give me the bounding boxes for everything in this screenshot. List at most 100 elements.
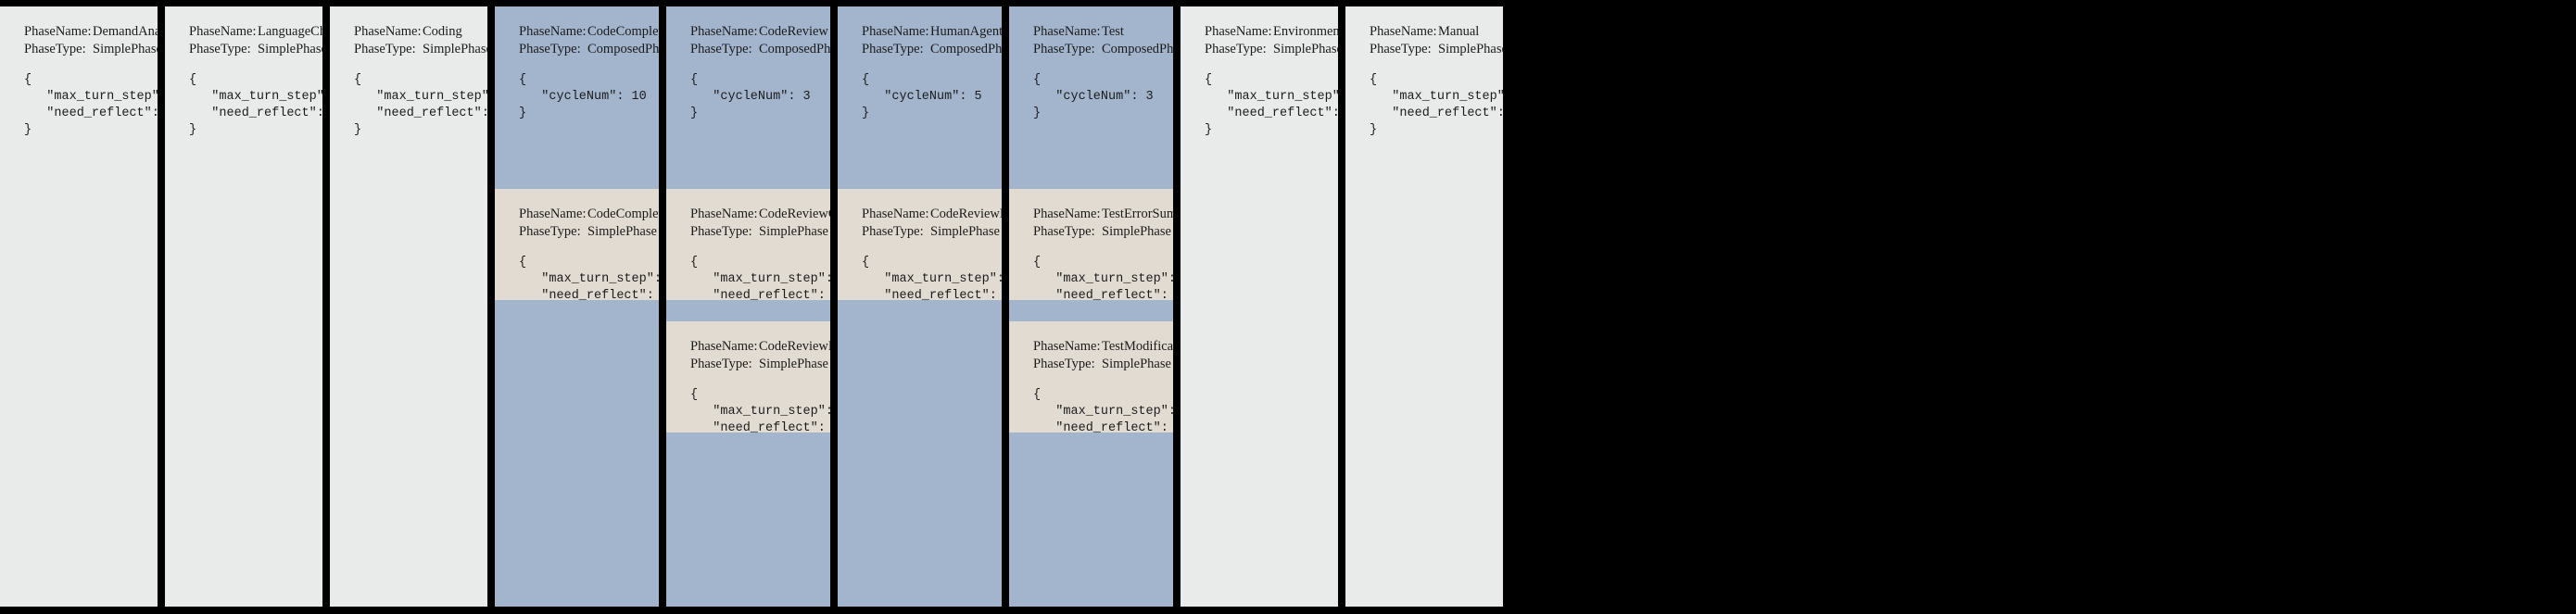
phase-name-row: PhaseName:CodeReviewComment [690,206,830,223]
phase-config-json: { "cycleNum": 10 } [519,73,647,120]
phase-name-row: PhaseName:LanguageChoose [189,23,322,41]
phase-meta: PhaseName:HumanAgentInteraction PhaseTyp… [862,23,1002,58]
phase-name-row: PhaseName:CodeCompleteAll [519,23,659,41]
phase-name-row: PhaseName:TestErrorSummary [1033,206,1173,223]
composed-phase-header[interactable]: PhaseName:HumanAgentInteraction PhaseTyp… [838,6,1002,189]
phase-type-value: ComposedPhase [759,42,830,56]
phase-type-label: PhaseType: [24,42,86,56]
phase-column-codecompleteall[interactable]: PhaseName:CodeCompleteAll PhaseType:Comp… [495,6,659,607]
phase-name-label: PhaseName: [862,207,929,221]
phase-name-row: PhaseName:CodeReviewModification [690,338,830,356]
phase-type-value: SimplePhase [1438,42,1503,56]
phase-type-value: SimplePhase [93,42,158,56]
phase-name-label: PhaseName: [1033,24,1101,39]
phase-config-json: { "cycleNum": 5 } [862,73,982,120]
phase-type-label: PhaseType: [690,357,752,371]
phase-type-label: PhaseType: [690,42,752,56]
sub-phase-card[interactable]: PhaseName:TestErrorSummary PhaseType:Sim… [1009,189,1173,320]
phase-name-value: Test [1102,24,1124,39]
phase-name-value: LanguageChoose [258,24,322,39]
phase-meta: PhaseName:CodeReviewComment PhaseType:Si… [690,206,830,241]
phase-config-json: { "max_turn_step": -1, "need_reflect": "… [189,73,322,137]
sub-phase-card[interactable]: PhaseName:CodeReviewComment PhaseType:Si… [666,189,830,320]
phase-type-label: PhaseType: [519,224,581,239]
phase-type-row: PhaseType: SimplePhase [690,356,830,373]
phase-config-json: { "max_turn_step": 1, "need_reflect": "F… [690,256,830,320]
phase-type-value: SimplePhase [1102,224,1171,239]
phase-type-value: SimplePhase [1102,357,1171,371]
phase-column-codereview[interactable]: PhaseName:CodeReview PhaseType:ComposedP… [666,6,830,607]
simple-phase-card[interactable]: PhaseName:LanguageChoose PhaseType:Simpl… [165,6,322,607]
phase-type-row: PhaseType:SimplePhase [1033,223,1173,241]
phase-type-value: SimplePhase [930,224,1000,239]
phase-config-json: { "max_turn_step": -1, "need_reflect": "… [24,73,158,137]
phase-name-label: PhaseName: [189,24,257,39]
phase-name-value: CodeReviewComment [759,207,830,221]
phase-type-row: PhaseType: SimplePhase [24,41,158,58]
phase-meta: PhaseName:LanguageChoose PhaseType:Simpl… [189,23,322,58]
composed-phase-filler [1009,432,1173,607]
phase-name-label: PhaseName: [690,207,758,221]
simple-phase-card[interactable]: PhaseName:Manual PhaseType:SimplePhase {… [1345,6,1503,607]
phase-config-json: { "max_turn_step": 1, "need_reflect": "F… [1370,73,1503,137]
phase-type-row: PhaseType: SimplePhase [862,223,1002,241]
composed-phase-header[interactable]: PhaseName:CodeReview PhaseType:ComposedP… [666,6,830,189]
phase-column-manual[interactable]: PhaseName:Manual PhaseType:SimplePhase {… [1345,6,1503,607]
phase-column-languagechoose[interactable]: PhaseName:LanguageChoose PhaseType:Simpl… [165,6,322,607]
phase-type-value: SimplePhase [587,224,657,239]
phase-type-value: ComposedPhase [930,42,1002,56]
phase-meta: PhaseName:Manual PhaseType:SimplePhase [1370,23,1503,58]
phase-column-demandanalysis[interactable]: PhaseName:DemandAnalysis PhaseType: Simpl… [0,6,158,607]
composed-phase-filler [495,300,659,607]
phase-type-row: PhaseType:SimplePhase [690,223,830,241]
phase-type-label: PhaseType: [189,42,251,56]
phase-column-coding[interactable]: PhaseName:Coding PhaseType:SimplePhase {… [330,6,487,607]
phase-name-value: CodeCompleteAll [587,24,659,39]
sub-phase-card[interactable]: PhaseName:TestModification PhaseType:Sim… [1009,321,1173,452]
phase-type-label: PhaseType: [1033,357,1095,371]
phase-column-environmentdoc[interactable]: PhaseName:EnvironmentDoc PhaseType:Simpl… [1181,6,1338,607]
phase-type-row: PhaseType: SimplePhase [519,223,659,241]
composed-phase-filler [666,432,830,607]
phase-type-label: PhaseType: [862,42,924,56]
sub-phase-card[interactable]: PhaseName:CodeComplete PhaseType: SimpleP… [495,189,659,320]
phase-name-value: DemandAnalysis [93,24,158,39]
phase-meta: PhaseName:CodeReviewModification PhaseTy… [690,338,830,373]
phase-type-label: PhaseType: [1370,42,1432,56]
phase-name-label: PhaseName: [519,24,587,39]
phase-type-row: PhaseType:SimplePhase [354,41,487,58]
phase-name-value: TestModification [1102,339,1173,354]
sub-phase-card[interactable]: PhaseName:CodeReviewModification PhaseTy… [666,321,830,452]
phase-name-label: PhaseName: [1033,207,1101,221]
phase-type-row: PhaseType:SimplePhase [189,41,322,58]
composed-phase-header[interactable]: PhaseName:CodeCompleteAll PhaseType:Comp… [495,6,659,189]
phase-meta: PhaseName:TestModification PhaseType:Sim… [1033,338,1173,373]
phase-name-label: PhaseName: [519,207,587,221]
phase-type-value: SimplePhase [759,224,828,239]
phase-column-humanagentinteraction[interactable]: PhaseName:HumanAgentInteraction PhaseTyp… [838,6,1002,607]
phase-column-test[interactable]: PhaseName:Test PhaseType:ComposedPhase {… [1009,6,1173,607]
phase-config-json: { "max_turn_step": 1, "need_reflect": "F… [862,256,1002,320]
phase-name-value: TestErrorSummary [1102,207,1173,221]
phase-meta: PhaseName:TestErrorSummary PhaseType:Sim… [1033,206,1173,241]
phase-config-json: { "max_turn_step": 1, "need_reflect": "F… [690,388,830,452]
sub-phase-card[interactable]: PhaseName:CodeReviewHuman PhaseType:Simp… [838,189,1002,320]
phase-name-row: PhaseName:CodeComplete [519,206,659,223]
phase-name-row: PhaseName:EnvironmentDoc [1205,23,1338,41]
phase-name-row: PhaseName:DemandAnalysis [24,23,158,41]
simple-phase-card[interactable]: PhaseName:DemandAnalysis PhaseType: Simpl… [0,6,158,607]
phase-type-label: PhaseType: [862,224,924,239]
simple-phase-card[interactable]: PhaseName:Coding PhaseType:SimplePhase {… [330,6,487,607]
phase-meta: PhaseName:CodeReview PhaseType:ComposedP… [690,23,830,58]
sub-phase-separator [1009,300,1173,321]
phase-name-value: EnvironmentDoc [1273,24,1338,39]
phase-type-value: SimplePhase [423,42,487,56]
phase-meta: PhaseName:Coding PhaseType:SimplePhase [354,23,487,58]
sub-phase-separator [666,300,830,321]
phase-type-value: SimplePhase [759,357,828,371]
phase-type-row: PhaseType:ComposedPhase [519,41,659,58]
phase-type-row: PhaseType: SimplePhase [1033,356,1173,373]
simple-phase-card[interactable]: PhaseName:EnvironmentDoc PhaseType:Simpl… [1181,6,1338,607]
composed-phase-header[interactable]: PhaseName:Test PhaseType:ComposedPhase {… [1009,6,1173,189]
